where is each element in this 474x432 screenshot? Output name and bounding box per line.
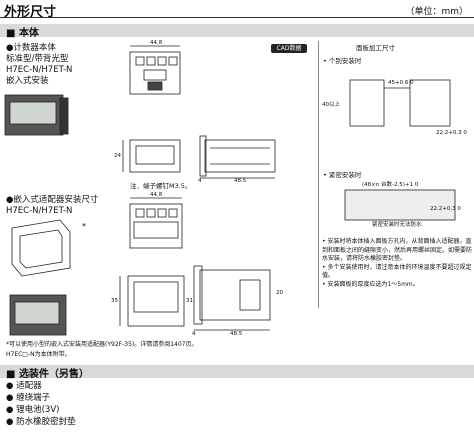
model-note: H7EC□-N为本体附带。	[6, 351, 71, 358]
option-battery: ● 锂电池(3V)	[6, 405, 60, 415]
counter-photo-2	[9, 294, 67, 336]
page-header: 外形尺寸 （单位：mm）	[0, 0, 474, 20]
section-title-options: ■ 选装件（另售）	[6, 369, 89, 380]
section-band-options: ■ 选装件（另售）	[0, 365, 474, 380]
adapter-heading: ●嵌入式适配器安装尺寸	[6, 195, 99, 205]
mount-notes: • 安装时将本体插入面板方孔内，从背面插入适配器，直到和面板之间的缝隙变小，然后…	[322, 238, 472, 289]
option-terminal: ● 缠绕端子	[6, 393, 51, 403]
counter-mount: 嵌入式安装	[6, 76, 49, 86]
close-mount-note: 紧密安装时无法防水	[372, 222, 422, 228]
counter-heading: ●计数器本体	[6, 43, 56, 53]
dim-depth-2b: 48.5	[230, 331, 243, 337]
dim-height-1: 24	[114, 153, 121, 159]
counter-model: H7EC-N/H7ET-N	[6, 65, 73, 75]
dim-close-width: (48×n 台数-2.5)+1 0	[362, 182, 419, 188]
adapter-photo	[11, 219, 71, 277]
dim-depth-2a: 4	[192, 331, 196, 337]
dim-cutout-height: 22.2+0.3 0	[436, 130, 467, 136]
terminal-note: 注．端子螺钉M3.5。	[130, 182, 192, 190]
dim-width-1: 44.8	[150, 40, 163, 46]
unit-label: （单位：mm）	[405, 7, 468, 17]
dim-depth-1a: 4	[198, 178, 202, 184]
option-gasket: ● 防水橡胶密封垫	[6, 417, 76, 427]
section-band-body: ■ 本体	[0, 24, 474, 39]
close-mount-label: • 紧密安装时	[323, 171, 362, 179]
dim-depth-1b: 48.5	[234, 178, 247, 184]
column-divider	[318, 41, 319, 308]
option-adapter: ● 适配器	[6, 381, 42, 391]
counter-type: 标准型/带背光型	[6, 54, 69, 64]
adapter-note: *可以使用小型的嵌入式安装用适配器(Y92F-35)。详情请参阅1407页。	[6, 341, 198, 348]
dim-height-2b: 31	[186, 298, 193, 304]
section-title-body: ■ 本体	[6, 28, 39, 39]
dim-height-2: 35	[111, 298, 118, 304]
dim-side-2: 20	[276, 290, 283, 296]
adapter-model: H7EC-N/H7ET-N	[6, 206, 73, 216]
panel-cutout-title: 面板加工尺寸	[356, 44, 395, 52]
single-mount-label: • 个别安装时	[323, 57, 362, 65]
header-divider	[0, 17, 474, 18]
dim-width-2: 44.8	[150, 192, 163, 198]
dim-close-height: 22.2+0.3 0	[430, 206, 461, 212]
page-title: 外形尺寸	[4, 5, 57, 20]
adapter-asterisk: *	[82, 222, 86, 231]
mount-note-2: • 多个安装使用时，请注意本体的环境温度不要超过规定值。	[322, 263, 472, 280]
counter-photo	[4, 94, 69, 136]
cad-data-badge[interactable]: CAD数据	[271, 44, 307, 53]
mount-note-3: • 安装面板的厚度应选为1～5mm。	[322, 280, 419, 288]
dim-cutout-width: 45+0.6 0	[388, 80, 414, 86]
dim-cutout-gap: 40以上	[322, 102, 340, 108]
mount-note-1: • 安装时将本体插入面板方孔内，从背面插入适配器，直到和面板之间的缝隙变小，然后…	[322, 238, 473, 262]
